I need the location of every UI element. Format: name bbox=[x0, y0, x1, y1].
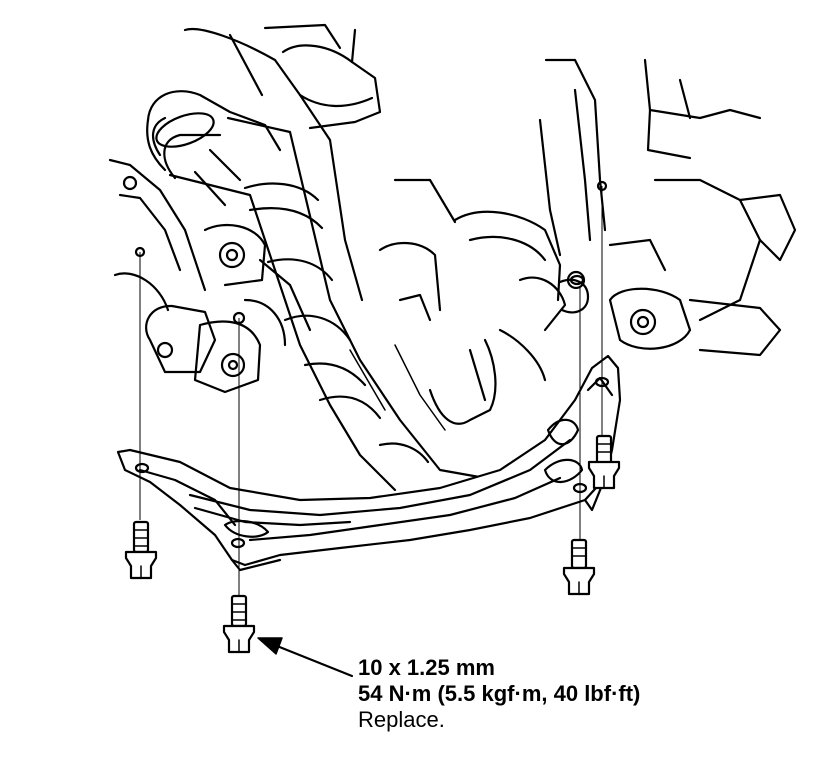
left-components bbox=[108, 158, 312, 394]
bolt-right-lower bbox=[562, 538, 596, 596]
steering-shaft bbox=[168, 116, 547, 492]
bolt-left bbox=[124, 520, 158, 580]
callout-arrow bbox=[257, 637, 354, 678]
bolt-spec-callout: 10 x 1.25 mm 54 N·m (5.5 kgf·m, 40 lbf·f… bbox=[358, 655, 640, 733]
upper-components bbox=[183, 23, 797, 357]
replace-note: Replace. bbox=[358, 707, 445, 732]
subframe bbox=[116, 274, 622, 572]
bolt-center bbox=[222, 594, 256, 654]
bolt-size-label: 10 x 1.25 mm bbox=[358, 655, 495, 680]
bolt-right-upper bbox=[587, 434, 621, 490]
hose bbox=[146, 90, 282, 207]
torque-spec-label: 54 N·m (5.5 kgf·m, 40 lbf·ft) bbox=[358, 681, 641, 706]
alignment-lines bbox=[134, 180, 608, 595]
